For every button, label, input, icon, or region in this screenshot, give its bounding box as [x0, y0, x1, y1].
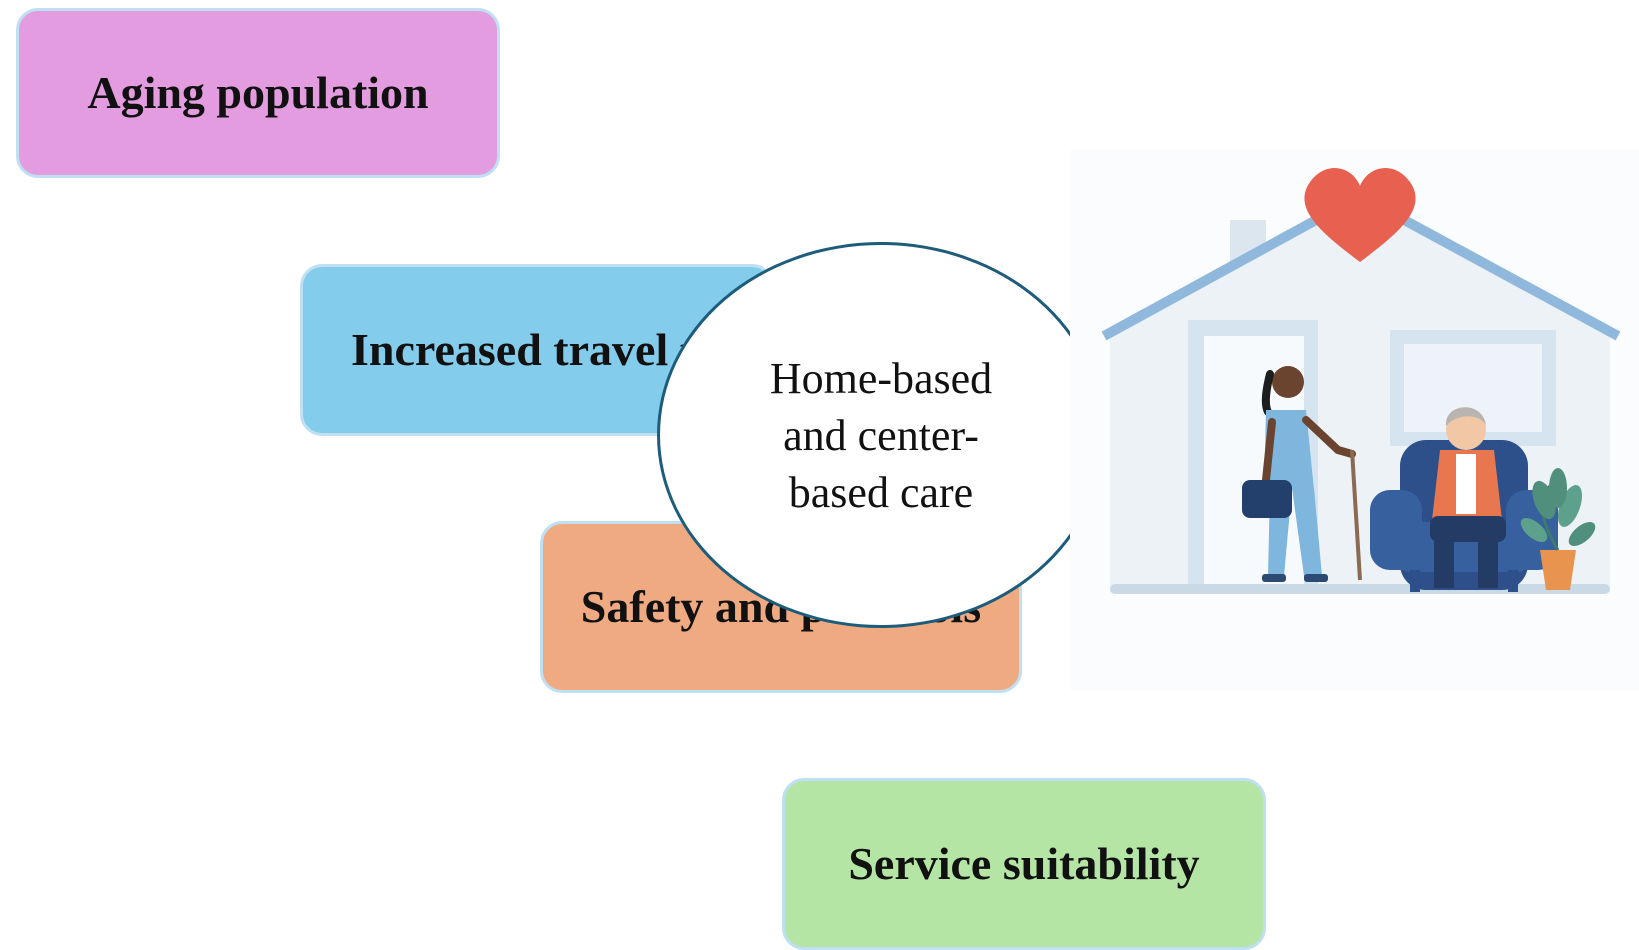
center-care-ellipse: Home-based and center-based care: [657, 242, 1105, 628]
home-care-illustration-icon: [1070, 150, 1639, 690]
center-care-label: Home-based and center-based care: [769, 353, 993, 517]
heart-icon: [1304, 168, 1416, 262]
service-suitability-box: Service suitability: [782, 778, 1266, 950]
service-suitability-label: Service suitability: [848, 838, 1200, 889]
medical-bag: [1242, 480, 1292, 518]
aging-population-label: Aging population: [87, 67, 429, 118]
ground: [1110, 584, 1610, 594]
aging-population-box: Aging population: [16, 8, 500, 178]
caregiver: [1242, 366, 1362, 582]
elderly-person: [1430, 407, 1506, 588]
potted-plant: [1520, 468, 1596, 590]
